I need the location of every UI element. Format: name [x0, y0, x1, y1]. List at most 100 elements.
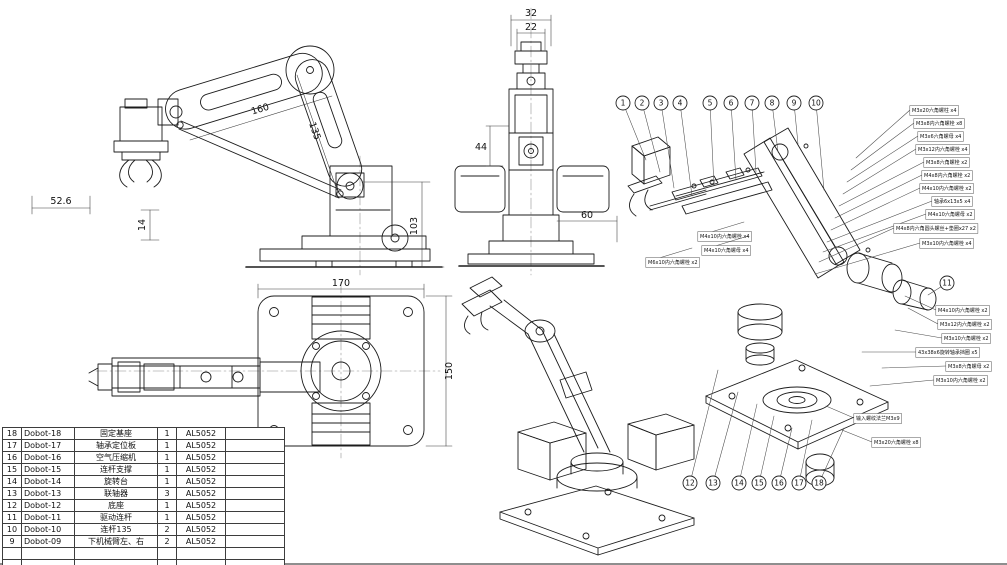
- bom-cell: 下机械臂左、右: [74, 535, 158, 548]
- bom-cell: AL5052: [176, 511, 226, 524]
- callout-box: [937, 319, 992, 330]
- side-view: 160 135 52.6 14 103: [31, 45, 445, 276]
- callout-box: [917, 131, 964, 142]
- balloon-number: 1: [621, 99, 626, 108]
- callout-box: [921, 170, 973, 181]
- bom-cell: [225, 523, 285, 536]
- balloon-13: [705, 475, 721, 491]
- callout-box: [853, 413, 902, 424]
- bom-cell: 11: [2, 511, 22, 524]
- callout-box: [697, 231, 752, 242]
- fastener-callout: M4x10内六角螺栓 x4: [700, 233, 750, 240]
- balloon-leader: [751, 102, 757, 173]
- bom-cell: 1: [157, 499, 177, 512]
- balloon-leader: [778, 427, 793, 484]
- callout-leader: [869, 379, 935, 387]
- balloon-1: [615, 95, 631, 111]
- callout-box: [919, 183, 974, 194]
- bom-cell: 底座: [74, 499, 158, 512]
- balloon-leader: [730, 102, 737, 181]
- callout-box: [933, 375, 988, 386]
- fastener-callout: M3x8内六角螺栓 x8: [916, 120, 962, 127]
- bom-cell: Dobot-11: [21, 511, 75, 524]
- bom-cell: 联轴器: [74, 487, 158, 500]
- fastener-callout: M3x20六角螺柱 x4: [912, 107, 957, 114]
- balloon-leader: [641, 102, 661, 173]
- bom-cell: 固定基座: [74, 427, 158, 440]
- bom-cell: [225, 559, 285, 565]
- balloon-leader: [798, 419, 813, 484]
- callout-box: [935, 305, 990, 316]
- iso-assembled-view: [461, 276, 695, 556]
- bom-cell: 1: [157, 439, 177, 452]
- bom-cell: [225, 499, 285, 512]
- bom-cell: 空气压缩机: [74, 451, 158, 464]
- callout-leader: [842, 148, 917, 195]
- balloon-6: [723, 95, 739, 111]
- fastener-callout: M3x10内六角螺栓 x4: [922, 240, 972, 247]
- callout-box: [909, 105, 959, 116]
- bom-cell: [176, 559, 226, 565]
- callout-box: [941, 333, 991, 344]
- bom-cell: [21, 547, 75, 560]
- dim-top-inner: 22: [525, 22, 537, 33]
- balloon-18: [811, 475, 827, 491]
- front-view: 32 22 44 60: [454, 7, 618, 276]
- callout-leader: [838, 161, 925, 207]
- bom-cell: 1: [157, 475, 177, 488]
- bom-row: [2, 559, 285, 565]
- balloon-number: 12: [685, 479, 695, 488]
- bom-cell: [225, 475, 285, 488]
- front-view-dimension-lines: [485, 14, 618, 243]
- callout-leader: [850, 122, 915, 171]
- bom-cell: [225, 439, 285, 452]
- callout-leader: [846, 135, 919, 183]
- balloon-12: [682, 475, 698, 491]
- balloon-leader: [679, 102, 693, 197]
- balloon-leader: [660, 102, 675, 189]
- callout-box: [915, 144, 970, 155]
- fastener-callout: M3x10内六角螺栓 x2: [936, 377, 986, 384]
- bom-cell: [176, 547, 226, 560]
- balloon-leader: [712, 391, 739, 484]
- balloon-16: [771, 475, 787, 491]
- balloon-14: [731, 475, 747, 491]
- balloon-number: 14: [734, 479, 744, 488]
- dim-top-outer: 32: [525, 8, 537, 19]
- bom-cell: [225, 463, 285, 476]
- balloon-15: [751, 475, 767, 491]
- bom-cell: AL5052: [176, 427, 226, 440]
- bom-cell: [74, 547, 158, 560]
- bom-cell: Dobot-15: [21, 463, 75, 476]
- dim-base-height: 103: [409, 217, 420, 235]
- bom-cell: AL5052: [176, 535, 226, 548]
- callout-box: [919, 238, 974, 249]
- bom-cell: 14: [2, 475, 22, 488]
- callout-leader: [907, 307, 939, 325]
- callout-leader: [841, 429, 873, 443]
- bom-cell: [225, 547, 285, 560]
- bom-cell: [225, 535, 285, 548]
- dim-base-offset: 60: [581, 210, 593, 221]
- balloon-7: [744, 95, 760, 111]
- bom-cell: 1: [157, 427, 177, 440]
- balloon-number: 6: [729, 99, 734, 108]
- bom-cell: 18: [2, 427, 22, 440]
- callout-box: [931, 196, 973, 207]
- bom-cell: 16: [2, 451, 22, 464]
- balloon-17: [791, 475, 807, 491]
- callout-box: [645, 257, 700, 268]
- bom-cell: 旋转台: [74, 475, 158, 488]
- bom-cell: 2: [157, 535, 177, 548]
- bom-cell: AL5052: [176, 475, 226, 488]
- bom-cell: 轴承定位板: [74, 439, 158, 452]
